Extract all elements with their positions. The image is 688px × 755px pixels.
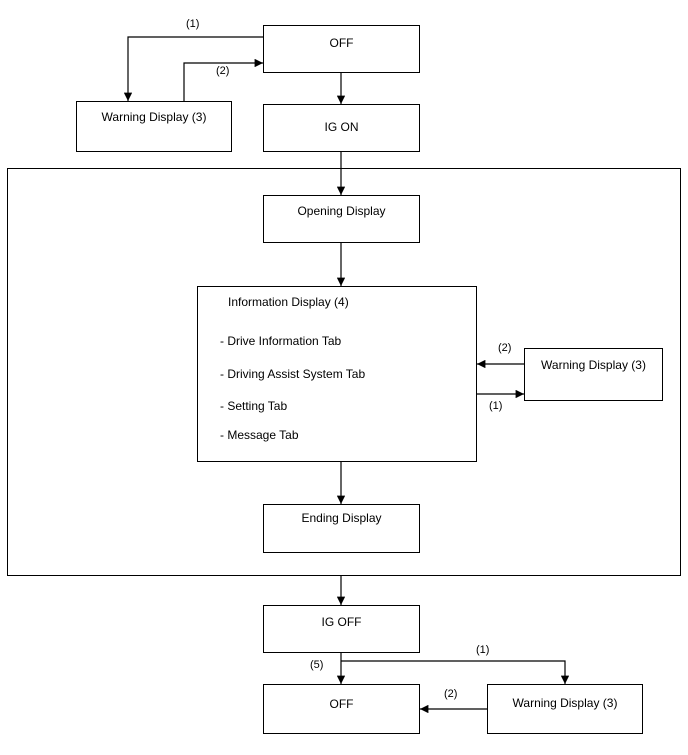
warning-display-box-mid-label: Warning Display (3): [541, 358, 646, 372]
ig-on-state-frame: [7, 168, 681, 576]
transition-label-top-1: (1): [186, 18, 200, 30]
warning-display-box-mid: Warning Display (3): [524, 348, 663, 401]
information-display-box: Information Display (4) - Drive Informat…: [197, 286, 477, 462]
info-item-message-tab: - Message Tab: [220, 428, 299, 442]
transition-label-top-2: (2): [216, 65, 230, 77]
warning-display-box-top-label: Warning Display (3): [101, 110, 207, 124]
off-box-top: OFF: [263, 25, 420, 73]
warning-display-box-bottom: Warning Display (3): [487, 684, 643, 734]
info-item-driving-assist-system-tab: - Driving Assist System Tab: [220, 367, 366, 381]
transition-label-mid-1: (1): [489, 400, 503, 412]
off-box-bottom-label: OFF: [329, 697, 354, 711]
ig-off-box: IG OFF: [263, 605, 420, 653]
ig-on-box-label: IG ON: [324, 120, 359, 134]
transition-label-bottom-5: (5): [310, 659, 324, 671]
ig-on-box: IG ON: [263, 104, 420, 152]
information-display-title: Information Display (4): [228, 295, 349, 309]
off-box-top-label: OFF: [329, 36, 354, 50]
transition-label-bottom-2: (2): [444, 688, 458, 700]
arrow-off-to-warning-top: [123, 36, 263, 101]
warning-display-box-bottom-label: Warning Display (3): [512, 696, 618, 710]
ending-display-box-label: Ending Display: [301, 511, 382, 525]
info-item-setting-tab: - Setting Tab: [220, 399, 288, 413]
transition-label-mid-2: (2): [498, 342, 512, 354]
info-item-drive-information-tab: - Drive Information Tab: [220, 334, 342, 348]
ending-display-box: Ending Display: [263, 504, 420, 553]
transition-label-bottom-1: (1): [476, 644, 490, 656]
warning-display-box-top: Warning Display (3): [76, 101, 232, 152]
ig-off-box-label: IG OFF: [321, 615, 362, 629]
opening-display-box-label: Opening Display: [297, 204, 386, 218]
arrow-ig-off-to-warning-bottom: [341, 660, 570, 684]
opening-display-box: Opening Display: [263, 195, 420, 243]
off-box-bottom: OFF: [263, 684, 420, 734]
arrow-warning-top-to-off: [183, 58, 263, 101]
